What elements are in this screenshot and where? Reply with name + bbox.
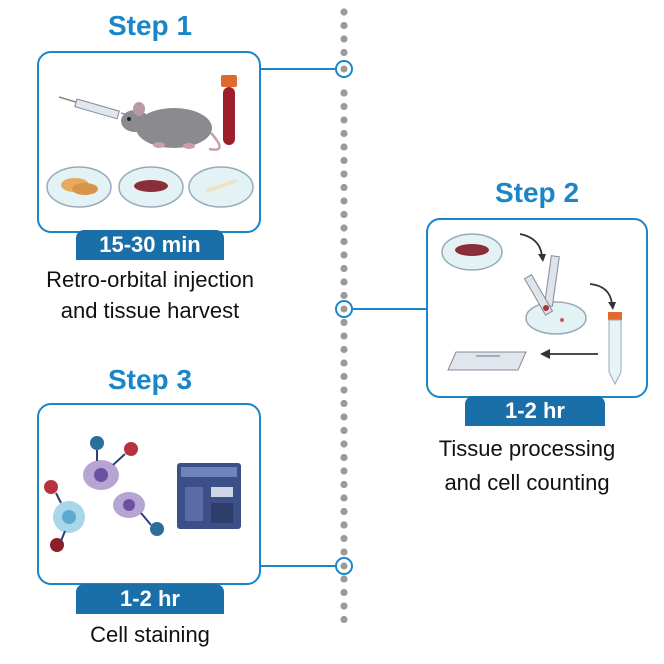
timeline-dot	[340, 35, 348, 43]
blood-tube-icon	[221, 75, 237, 145]
timeline-dot	[340, 440, 348, 448]
timeline-dot	[340, 116, 348, 124]
timeline-dot	[340, 318, 348, 327]
step1-title: Step 1	[107, 10, 193, 41]
timeline-dot	[340, 399, 348, 408]
timeline-dot	[340, 453, 348, 462]
step3-caption-line1: Cell staining	[90, 622, 210, 647]
step1-duration-badge: 15-30 min	[76, 230, 224, 260]
syringe-icon	[58, 96, 134, 120]
mouse-icon	[121, 102, 221, 151]
timeline-dot	[340, 8, 348, 16]
step2-duration-badge: 1-2 hr	[465, 396, 605, 426]
timeline-dot	[340, 170, 348, 178]
petri-dish-1-icon	[46, 166, 112, 208]
arrow-2-icon	[589, 283, 613, 305]
flow-cytometer-icon	[177, 463, 241, 529]
timeline-dot	[340, 345, 348, 354]
step3-duration-badge: 1-2 hr	[76, 584, 224, 614]
step2-illustration	[441, 233, 622, 386]
timeline-dot	[340, 507, 348, 516]
arrow-1-icon	[519, 233, 543, 257]
timeline-dot	[340, 386, 348, 394]
timeline-dot	[340, 480, 348, 489]
conical-tube-icon	[608, 312, 622, 386]
timeline-dot	[340, 413, 348, 421]
timeline-dot	[340, 156, 348, 165]
timeline-dot	[340, 210, 348, 219]
step2-panel	[426, 218, 648, 398]
timeline-dot	[340, 359, 348, 367]
antibody-cells-icon	[44, 436, 164, 552]
timeline-dot	[340, 548, 348, 556]
timeline-dot	[340, 197, 348, 205]
timeline-dot	[340, 237, 348, 246]
timeline-dot	[340, 494, 348, 502]
timeline-dot	[340, 291, 348, 300]
step1-panel	[37, 51, 261, 233]
step1-caption-line1: Retro-orbital injection	[46, 267, 254, 292]
slides-dish-icon	[523, 255, 587, 335]
timeline-dot	[340, 467, 348, 475]
timeline-dot	[340, 143, 348, 151]
petri-dish-3-icon	[188, 166, 254, 208]
timeline-dot	[340, 21, 348, 30]
step2-caption-line2: and cell counting	[444, 470, 610, 495]
step3-title: Step 3	[107, 364, 193, 395]
timeline-dot	[340, 251, 348, 259]
timeline-dot	[340, 89, 348, 97]
timeline-dot	[340, 264, 348, 273]
counting-slide-icon	[447, 351, 527, 371]
timeline-dot	[340, 521, 348, 529]
step2-title: Step 2	[494, 177, 580, 208]
timeline-dot	[340, 575, 348, 583]
timeline-dot	[340, 278, 348, 286]
timeline-dot	[340, 615, 348, 624]
petri-dish-spleen-icon	[441, 233, 503, 271]
step1-illustration	[46, 75, 254, 208]
timeline-dot	[340, 332, 348, 340]
timeline-dot	[340, 602, 348, 610]
timeline-dot	[340, 224, 348, 232]
timeline-dot	[340, 588, 348, 597]
timeline-dots	[340, 8, 348, 624]
timeline-dot	[340, 129, 348, 138]
timeline-dot	[340, 426, 348, 435]
step3-panel	[37, 403, 261, 585]
petri-dish-2-icon	[118, 166, 184, 208]
timeline-dot	[340, 48, 348, 57]
timeline-dot	[340, 102, 348, 111]
timeline-dot	[340, 372, 348, 381]
step1-caption-line2: and tissue harvest	[60, 298, 240, 323]
step2-caption-line1: Tissue processing	[438, 436, 616, 461]
step3-illustration	[44, 436, 241, 552]
timeline-dot	[340, 534, 348, 543]
timeline-dot	[340, 183, 348, 192]
